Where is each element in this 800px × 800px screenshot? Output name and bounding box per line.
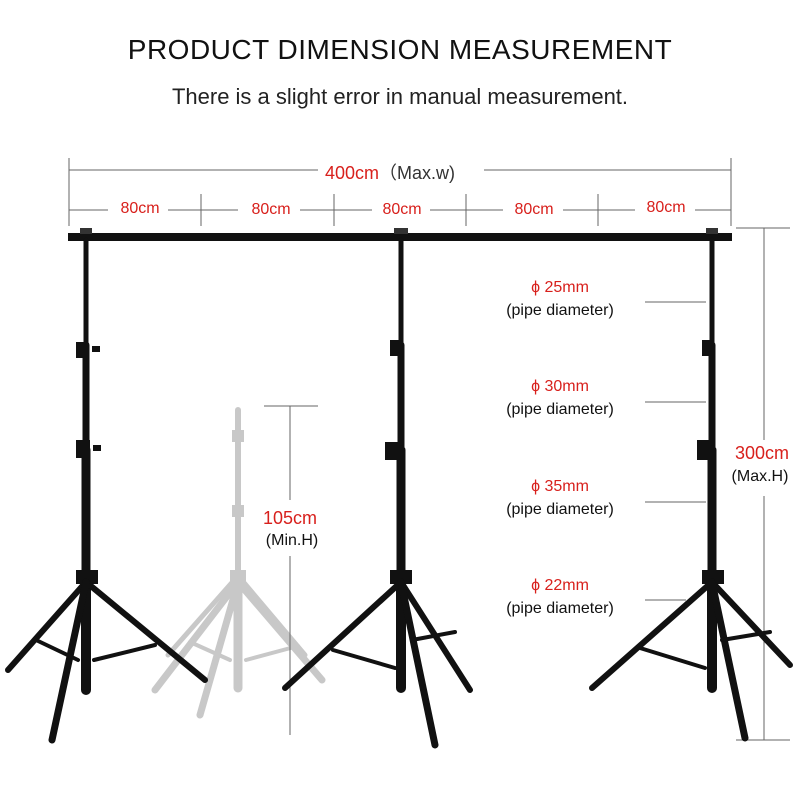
total-width-value: 400cm xyxy=(325,163,380,183)
page-subtitle: There is a slight error in manual measur… xyxy=(171,84,629,109)
ghost-stand-min-height xyxy=(151,407,326,719)
max-height-value: 300cm xyxy=(734,443,790,463)
total-width-note: （Max.w) xyxy=(379,163,456,183)
min-height-note: (Min.H) xyxy=(265,532,319,549)
middle-stand xyxy=(282,237,473,749)
segment-width-1: 80cm xyxy=(120,200,160,217)
pipe-diameter-3: ϕ 35mm xyxy=(531,478,589,495)
segment-width-3: 80cm xyxy=(382,201,422,218)
total-width-label: 400cm（Max.w) xyxy=(325,159,455,185)
pipe-diameter-4: ϕ 22mm xyxy=(531,577,589,594)
min-height-value: 105cm xyxy=(262,508,318,528)
min-height-dimension xyxy=(264,405,318,735)
pipe-note-3: (pipe diameter) xyxy=(506,501,614,518)
crossbar xyxy=(68,233,732,241)
right-stand xyxy=(589,237,793,742)
left-stand xyxy=(5,237,208,744)
pipe-note-2: (pipe diameter) xyxy=(506,401,614,418)
pipe-leader-lines xyxy=(645,301,706,601)
pipe-diameter-2: ϕ 30mm xyxy=(531,378,589,395)
segment-width-5: 80cm xyxy=(646,199,686,216)
pipe-note-4: (pipe diameter) xyxy=(506,600,614,617)
width-dimension-lines xyxy=(68,158,732,226)
pipe-note-1: (pipe diameter) xyxy=(506,302,614,319)
max-height-note: (Max.H) xyxy=(731,468,789,485)
page-title: PRODUCT DIMENSION MEASUREMENT xyxy=(127,34,673,65)
segment-width-2: 80cm xyxy=(251,201,291,218)
segment-width-4: 80cm xyxy=(514,201,554,218)
pipe-diameter-1: ϕ 25mm xyxy=(531,279,589,296)
